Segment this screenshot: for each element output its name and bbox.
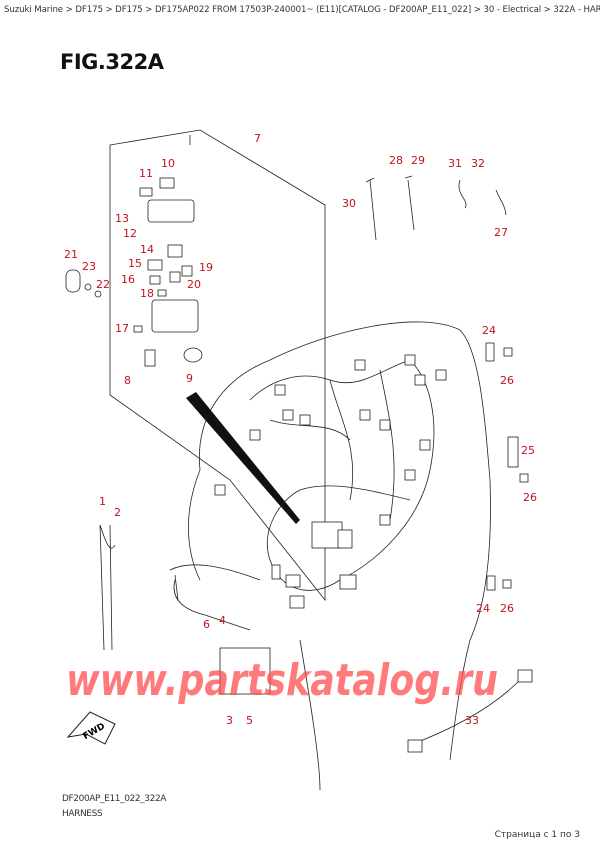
callout-10[interactable]: 10	[161, 157, 175, 170]
callout-2[interactable]: 2	[114, 506, 121, 519]
callout-6[interactable]: 6	[203, 618, 210, 631]
callout-22[interactable]: 22	[96, 278, 110, 291]
callout-26b[interactable]: 26	[523, 491, 537, 504]
diagram-title: HARNESS	[62, 809, 103, 819]
watermark: www.partskatalog.ru	[66, 655, 498, 706]
callout-14[interactable]: 14	[140, 243, 154, 256]
callout-17[interactable]: 17	[115, 322, 129, 335]
callout-7[interactable]: 7	[254, 132, 261, 145]
callout-31[interactable]: 31	[448, 157, 462, 170]
callout-5[interactable]: 5	[246, 714, 253, 727]
callout-29[interactable]: 29	[411, 154, 425, 167]
callout-21[interactable]: 21	[64, 248, 78, 261]
callout-1[interactable]: 1	[99, 495, 106, 508]
callout-8[interactable]: 8	[124, 374, 131, 387]
figure-title: FIG.322A	[60, 50, 164, 74]
callout-28[interactable]: 28	[389, 154, 403, 167]
diagram-code: DF200AP_E11_022_322A	[62, 794, 167, 804]
callout-4[interactable]: 4	[219, 614, 226, 627]
callouts: 7 10 11 13 12 14 15 16 18 19 20 17 8 9 2…	[64, 132, 537, 727]
breadcrumb[interactable]: Suzuki Marine > DF175 > DF175 > DF175AP0…	[4, 5, 600, 15]
pagination: Страница с 1 по 3	[494, 830, 580, 840]
callout-3[interactable]: 3	[226, 714, 233, 727]
pointer-arrow	[186, 392, 300, 524]
callout-30[interactable]: 30	[342, 197, 356, 210]
brackets	[99, 175, 533, 753]
callout-16[interactable]: 16	[121, 273, 135, 286]
callout-25[interactable]: 25	[521, 444, 535, 457]
callout-19[interactable]: 19	[199, 261, 213, 274]
callout-18[interactable]: 18	[140, 287, 154, 300]
callout-11[interactable]: 11	[139, 167, 153, 180]
callout-33[interactable]: 33	[465, 714, 479, 727]
callout-26c[interactable]: 26	[500, 602, 514, 615]
fwd-arrow-icon: FWD	[66, 711, 116, 745]
callout-13[interactable]: 13	[115, 212, 129, 225]
callout-32[interactable]: 32	[471, 157, 485, 170]
engine-cover-outline	[173, 321, 491, 791]
callout-27[interactable]: 27	[494, 226, 508, 239]
parts-kit-box	[109, 129, 326, 602]
callout-24[interactable]: 24	[482, 324, 496, 337]
callout-23[interactable]: 23	[82, 260, 96, 273]
callout-9[interactable]: 9	[186, 372, 193, 385]
wire-harness	[214, 354, 447, 609]
kit-parts	[65, 177, 203, 367]
callout-24b[interactable]: 24	[476, 602, 490, 615]
callout-26[interactable]: 26	[500, 374, 514, 387]
callout-20[interactable]: 20	[187, 278, 201, 291]
callout-12[interactable]: 12	[123, 227, 137, 240]
callout-15[interactable]: 15	[128, 257, 142, 270]
